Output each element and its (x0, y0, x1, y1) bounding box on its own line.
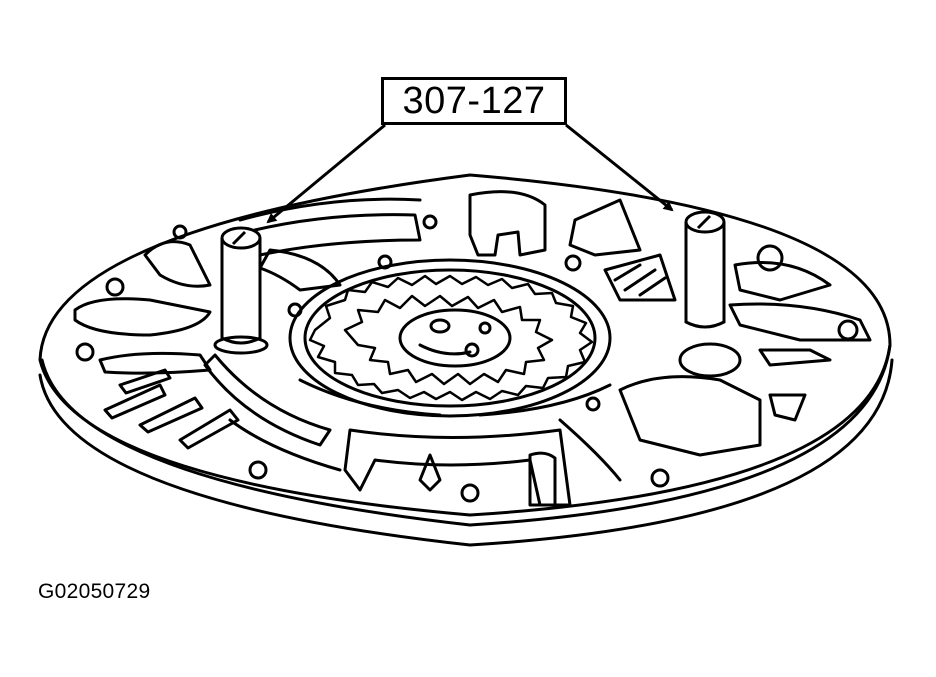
tool-callout-label: 307-127 (381, 77, 567, 125)
left-passage-2 (73, 297, 212, 337)
arrow-mark (418, 453, 442, 492)
hole-r3 (650, 468, 670, 488)
left-passage-4 (98, 351, 212, 375)
right-passage-1 (733, 261, 832, 302)
plate-bottom-edge (38, 358, 894, 547)
hub-dot-1 (464, 342, 480, 358)
left-crescent (203, 353, 332, 447)
right-passage-2 (728, 302, 872, 342)
top-slot-3 (638, 276, 667, 297)
hole-b1 (460, 483, 480, 503)
hub-outer (398, 308, 512, 368)
plate-top-outline (38, 173, 892, 517)
left-slot-3 (178, 408, 240, 450)
left-slot-1 (103, 383, 167, 420)
hole-t1 (422, 214, 438, 230)
leader-line-left (266, 123, 386, 224)
hole-l1 (105, 277, 125, 297)
leader-line-right (565, 123, 674, 212)
top-slot-2 (623, 268, 657, 292)
right-arc (558, 418, 622, 482)
left-passage-3 (258, 248, 342, 292)
left-slot-4 (118, 368, 172, 395)
inner-ring-inner (303, 268, 597, 408)
bottom-slot (528, 451, 557, 507)
outer-gear (308, 274, 594, 402)
hole-l5 (377, 254, 393, 270)
hub-dot-2 (478, 321, 492, 335)
bottom-channel (343, 428, 572, 507)
left-arc-2 (233, 213, 422, 257)
right-passage-5 (768, 393, 807, 422)
hole-l6 (287, 302, 303, 318)
top-passage-2 (568, 198, 642, 257)
dowel-pin-left (220, 238, 262, 345)
hole-l2 (75, 342, 95, 362)
hole-l4 (172, 224, 188, 240)
top-passage-1 (468, 190, 547, 257)
dowel-pin-right (684, 222, 726, 329)
hole-r1 (837, 319, 859, 341)
top-slots-frame (603, 253, 677, 302)
figure-id: G02050729 (38, 580, 151, 603)
hole-t2 (564, 254, 582, 272)
left-passage-1 (143, 240, 212, 288)
inner-ring-outer (288, 258, 612, 418)
hub-hole (429, 318, 451, 334)
inner-gear (343, 294, 554, 386)
hole-l3 (248, 460, 268, 480)
hole-t3 (756, 244, 784, 272)
left-arc (238, 197, 422, 222)
left-arc-3 (228, 418, 342, 472)
left-slot-2 (138, 396, 204, 434)
right-passage-3 (758, 348, 832, 367)
right-oval (678, 342, 742, 378)
hole-r2 (585, 396, 601, 412)
right-passage-4 (618, 375, 762, 457)
top-slot-1 (613, 263, 642, 282)
